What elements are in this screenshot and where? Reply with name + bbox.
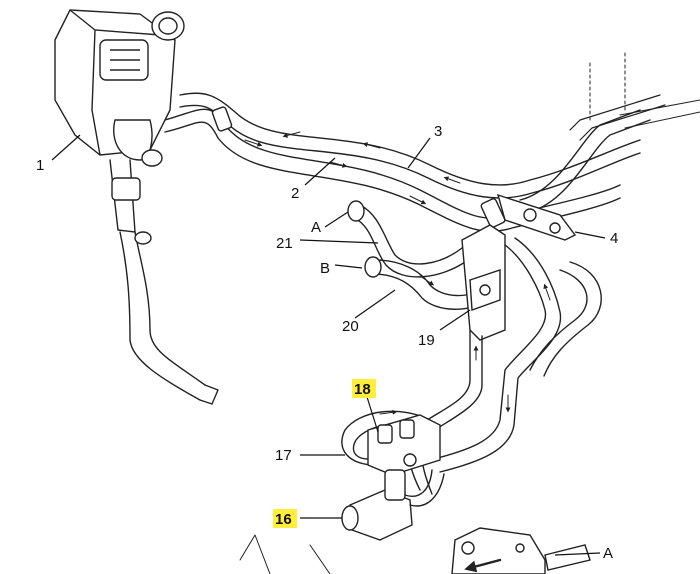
manifold <box>461 224 506 341</box>
inset-component <box>239 527 591 574</box>
hose-21 <box>347 200 469 278</box>
callout-20: 20 <box>342 318 359 335</box>
callout-16-highlight <box>273 509 297 528</box>
exhaust-pipe <box>109 159 219 405</box>
hose-20 <box>364 256 495 310</box>
callout-19: 19 <box>418 332 435 349</box>
control-valve <box>367 414 441 476</box>
leader-lines <box>51 134 606 556</box>
callout-2: 2 <box>291 185 299 202</box>
callout-labels: 1 2 3 4 16 17 18 19 20 21 A B A <box>36 123 618 562</box>
hose-clamps <box>211 106 506 228</box>
bracket <box>496 193 577 241</box>
callout-1: 1 <box>36 157 44 174</box>
callout-21: 21 <box>276 235 293 252</box>
callout-4: 4 <box>610 230 618 247</box>
callout-B: B <box>320 260 330 277</box>
callout-A: A <box>311 219 321 236</box>
callout-3: 3 <box>434 123 442 140</box>
callout-18: 18 <box>354 381 371 398</box>
heater-unit <box>54 9 185 167</box>
callout-17: 17 <box>275 447 292 464</box>
callout-A-inset: A <box>603 545 613 562</box>
circulation-pump <box>341 469 445 541</box>
callout-16: 16 <box>275 511 292 528</box>
callout-18-highlight <box>352 379 376 398</box>
bulkhead-pipes <box>519 49 700 213</box>
